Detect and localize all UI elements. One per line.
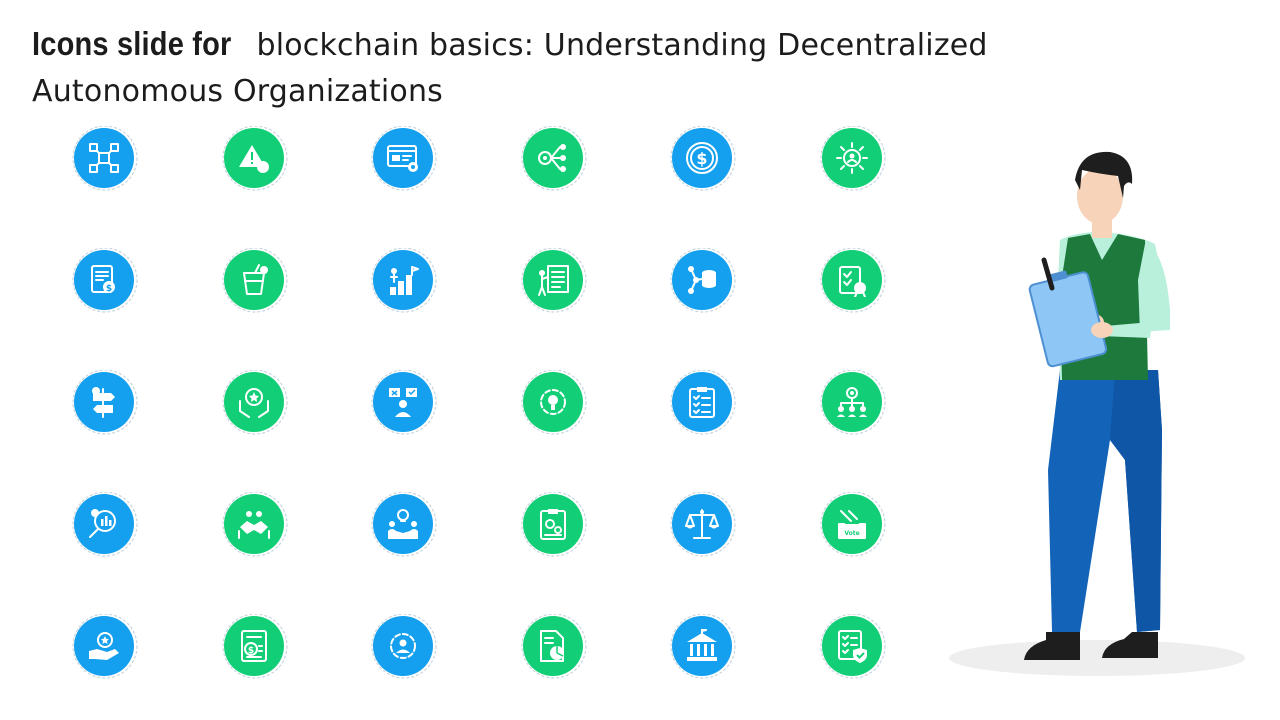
floor-shadow	[949, 640, 1245, 676]
title-rest: blockchain basics: Understanding Decentr…	[32, 28, 988, 109]
icon-item	[371, 248, 437, 313]
search-analytics-icon	[89, 509, 116, 538]
icon-item	[670, 370, 736, 435]
document-chart-icon	[539, 630, 564, 662]
blockchain-cubes-icon	[89, 143, 119, 173]
icon-item	[520, 614, 587, 679]
icon-item	[520, 492, 587, 557]
icon-item	[670, 614, 736, 679]
user-network-icon	[835, 142, 868, 174]
icon-item	[72, 614, 138, 679]
web-settings-icon	[387, 145, 418, 172]
title-lead: Icons slide for	[32, 25, 232, 62]
dollar-coin-icon: $	[686, 142, 718, 174]
handshake-hands-icon	[237, 511, 270, 539]
certificate-checklist-icon	[838, 266, 866, 297]
icon-item	[371, 614, 437, 679]
vote-label: Vote	[844, 530, 859, 537]
clipboard-checklist-icon	[689, 387, 715, 418]
icon-item	[819, 248, 886, 313]
svg-text:$: $	[106, 284, 112, 294]
clipboard	[1028, 270, 1108, 368]
right-shoe	[1102, 632, 1158, 658]
svg-text:$: $	[696, 149, 707, 168]
gear-user-icon	[390, 633, 416, 659]
icon-item	[221, 370, 288, 435]
page-title: Icons slide for blockchain basics: Under…	[32, 22, 1132, 114]
icon-item	[819, 370, 886, 435]
warning-hand-icon	[238, 145, 269, 173]
dollar-document-icon: $	[240, 630, 267, 662]
icon-item	[72, 370, 138, 435]
justice-scale-icon	[685, 509, 719, 539]
dollar-signpost-icon	[92, 387, 115, 418]
shield-checklist-icon	[837, 630, 867, 663]
hands-star-icon	[238, 388, 269, 418]
svg-text:$: $	[247, 646, 253, 656]
face	[1077, 168, 1123, 224]
icon-item: $	[221, 614, 288, 679]
person-illustration	[949, 151, 1245, 676]
icon-item	[371, 492, 437, 557]
icon-item	[72, 126, 138, 191]
icon-item	[670, 492, 736, 557]
icon-item: Vote	[819, 492, 886, 557]
icon-item	[520, 370, 587, 435]
hair	[1075, 151, 1133, 198]
icon-item	[221, 492, 288, 557]
decision-person-icon	[389, 388, 417, 417]
drink-cup-icon	[242, 264, 268, 295]
icon-item	[371, 370, 437, 435]
icon-item	[371, 126, 437, 191]
left-shoe	[1024, 632, 1080, 660]
network-flow-icon	[537, 144, 566, 172]
growth-stairs-icon	[390, 266, 419, 295]
ballot-vote-icon: Vote	[837, 510, 866, 539]
idea-handshake-icon	[388, 509, 418, 539]
hand-award-icon	[89, 632, 119, 660]
presentation-board-icon	[537, 265, 569, 296]
icon-item	[819, 126, 886, 191]
pen	[1041, 257, 1055, 291]
icon-item	[221, 248, 288, 313]
icon-item	[520, 248, 587, 313]
icon-item: $	[72, 248, 138, 313]
clipboard-gears-icon	[539, 509, 566, 540]
document-coin-icon: $	[91, 265, 115, 294]
icon-item	[72, 492, 138, 557]
team-target-icon	[836, 387, 867, 417]
gear-bulb-icon	[539, 389, 566, 415]
icon-item	[819, 614, 886, 679]
icon-item	[520, 126, 587, 191]
icon-grid: $ $	[72, 126, 892, 686]
icon-item	[670, 248, 736, 313]
bank-building-icon	[687, 629, 717, 661]
database-network-icon	[688, 266, 716, 294]
icon-item: $	[670, 126, 736, 191]
icon-item	[221, 126, 288, 191]
